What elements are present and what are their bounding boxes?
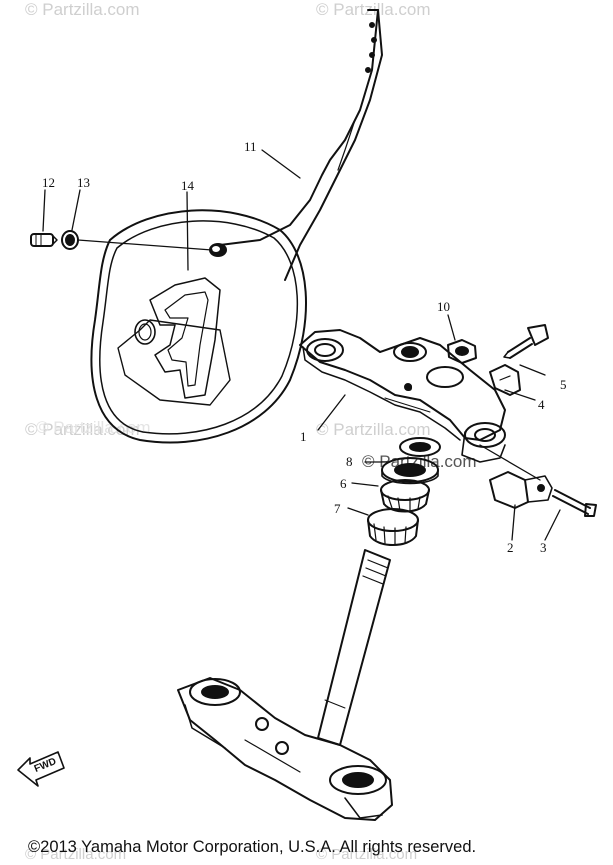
leader-lines bbox=[42, 149, 561, 541]
callout-3: 3 bbox=[540, 540, 547, 555]
upper-bracket bbox=[299, 329, 506, 463]
callout-14: 14 bbox=[181, 178, 194, 193]
number-plate bbox=[90, 209, 308, 444]
steering-stem bbox=[317, 549, 391, 746]
callout-7: 7 bbox=[334, 501, 341, 516]
callout-12: 12 bbox=[42, 175, 55, 190]
washer-top bbox=[399, 437, 441, 457]
holder-2 bbox=[489, 471, 553, 509]
callout-2: 2 bbox=[507, 540, 514, 555]
callout-10: 10 bbox=[437, 299, 450, 314]
ring-nut-8 bbox=[381, 457, 439, 485]
washer-13 bbox=[61, 230, 79, 250]
holder-4 bbox=[489, 364, 521, 396]
callout-8: 8 bbox=[346, 454, 353, 469]
watermark: © Partzilla.com bbox=[316, 846, 418, 863]
callout-1: 1 bbox=[300, 429, 307, 444]
bearing-6 bbox=[380, 479, 430, 513]
bearing-7 bbox=[367, 508, 419, 546]
callout-6: 6 bbox=[340, 476, 347, 491]
watermark: © Partzilla.com bbox=[362, 452, 477, 471]
bolt-12 bbox=[30, 233, 58, 247]
callout-5: 5 bbox=[560, 377, 567, 392]
lower-bracket bbox=[177, 677, 393, 821]
callout-11: 11 bbox=[244, 139, 257, 154]
copyright-notice: ©2013 Yamaha Motor Corporation, U.S.A. A… bbox=[28, 838, 477, 856]
watermark: © Partzilla.com bbox=[25, 0, 140, 19]
callout-13: 13 bbox=[77, 175, 90, 190]
watermark: © Partzilla.com bbox=[316, 420, 431, 439]
bolt-5 bbox=[503, 324, 549, 359]
nut-10 bbox=[447, 339, 477, 364]
callout-9: 9 bbox=[407, 382, 413, 394]
watermark: © Partzilla.com bbox=[25, 846, 127, 863]
bolt-3 bbox=[552, 489, 597, 517]
fwd-arrow bbox=[17, 751, 65, 787]
callout-4: 4 bbox=[538, 397, 545, 412]
